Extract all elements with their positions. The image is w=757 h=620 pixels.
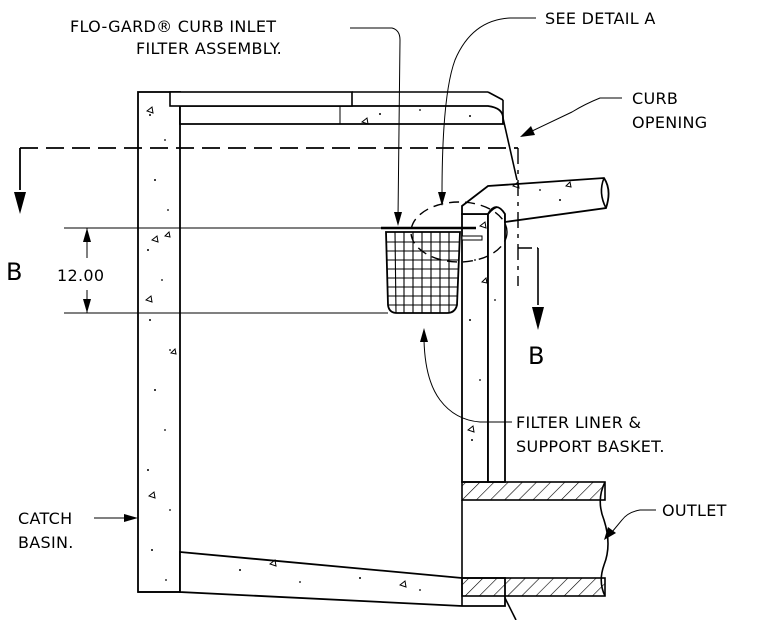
catch-basin-structure — [137, 91, 610, 620]
outlet-label: OUTLET — [662, 501, 727, 520]
concrete-texture — [144, 106, 572, 591]
flogard-label-line2: FILTER ASSEMBLY. — [136, 39, 282, 58]
dimension-12 — [64, 227, 388, 314]
outlet-pipe-bottom — [461, 577, 606, 597]
catch-basin-label-line1: CATCH — [18, 509, 72, 528]
curb-opening-label-line1: CURB — [632, 89, 678, 108]
detail-a-label: SEE DETAIL A — [545, 9, 656, 28]
curb-face — [502, 100, 518, 181]
filter-basket — [381, 226, 483, 314]
left-wall — [137, 91, 181, 593]
catch-basin-label-line2: BASIN. — [18, 533, 74, 552]
filter-liner-label-line1: FILTER LINER & — [516, 413, 641, 432]
flogard-label-line1: FLO-GARD® CURB INLET — [70, 17, 276, 36]
filter-liner-label-line2: SUPPORT BASKET. — [516, 437, 665, 456]
outlet-pipe-break — [599, 481, 609, 597]
top-grate — [169, 91, 353, 107]
leader-lines — [94, 17, 656, 540]
curb-opening-label-line2: OPENING — [632, 113, 708, 132]
section-label-left: B — [6, 258, 22, 286]
section-label-right: B — [528, 342, 544, 370]
section-line-b — [14, 147, 544, 330]
top-slab — [179, 105, 504, 125]
right-wall — [461, 213, 489, 483]
bottom-slab — [179, 551, 506, 607]
outlet-pipe-top — [461, 481, 606, 501]
dimension-label: 12.00 — [57, 266, 104, 285]
detail-a-callout — [410, 201, 508, 263]
